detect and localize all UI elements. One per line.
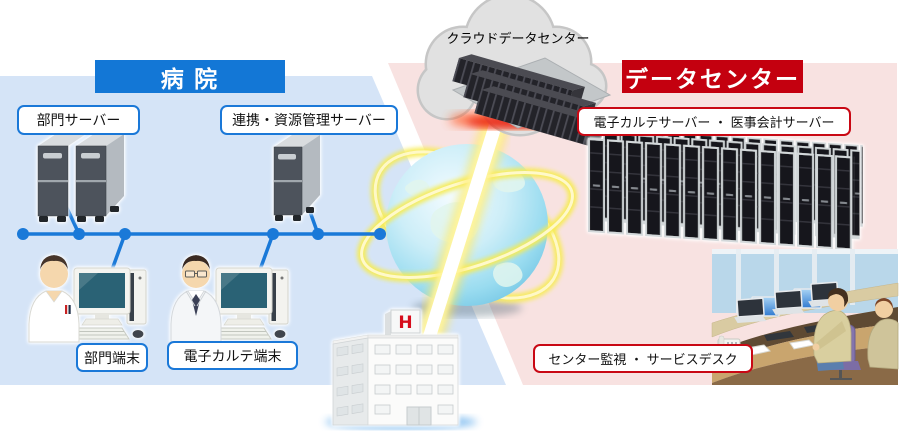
emr-terminal-label: 電子カルテ端末 [167,341,298,370]
cloud-datacenter-icon [416,0,612,146]
datacenter-racks-icon [588,128,863,251]
cloud-datacenter-label: クラウドデータセンター [446,30,590,46]
emr-servers-label: 電子カルテサーバー ・ 医事会計サーバー [577,107,851,136]
coordination-server-icon [273,135,320,221]
operator-right [867,298,899,370]
cloud-server-racks [452,54,607,146]
coord-server-label: 連携・資源管理サーバー [220,105,398,135]
dept-terminal-label: 部門端末 [76,343,148,372]
hospital-building-icon: H [325,309,477,429]
datacenter-region-header: データセンター [622,60,803,93]
department-server-icon [37,134,124,222]
center-monitoring-label: センター監視 ・ サービスデスク [533,344,753,373]
hospital-region-header: 病 院 [95,60,285,93]
operator-left [812,288,861,380]
control-room-photo [711,249,899,385]
hospital-sign-letter: H [398,313,412,333]
emr-terminal-icon [170,255,289,343]
dept-server-label: 部門サーバー [17,105,140,135]
department-terminal-icon [28,255,147,343]
